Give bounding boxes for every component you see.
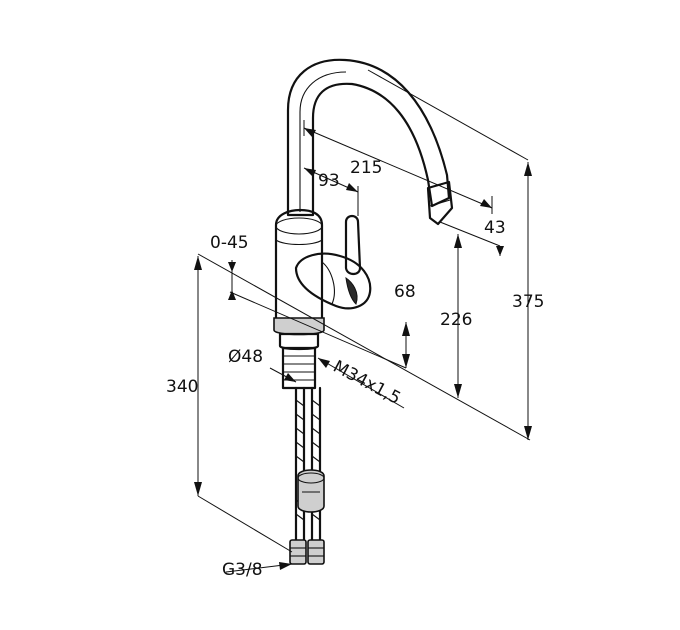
lever-hub-face [321,261,335,305]
dim-375-top [367,69,529,161]
hose-nuts [289,539,325,565]
dim-m34-leader [317,357,405,409]
base-plane-line [197,253,531,441]
faucet-body [274,208,324,334]
dim-226-label: 226 [440,310,472,330]
spout-highlight [299,71,347,212]
supply-hoses [294,386,322,542]
mounting-stud [281,346,317,390]
dim-0-45-label: 0-45 [210,233,249,253]
dim-m34-label: M34x1,5 [330,357,404,409]
check-valve-top [297,472,325,484]
base-ring-2 [278,332,320,351]
spout [286,58,451,217]
lever-shadow [345,276,358,305]
dim-226-ext [439,221,501,247]
dimensions [194,69,532,573]
dim-93-label: 93 [318,171,340,191]
base-plane-line-2 [229,291,407,369]
dim-215-line [303,127,493,209]
spout-nozzle [426,180,454,226]
dim-43-label: 43 [484,218,506,238]
check-valve [297,469,325,513]
dim-68-label: 68 [394,282,416,302]
dim-340-label: 340 [166,377,198,397]
faucet [273,58,454,565]
dim-215-arrow-end [480,199,492,208]
dim-215-label: 215 [350,158,382,178]
spout-nozzle-tip [429,199,451,207]
dim-375-label: 375 [512,292,544,312]
dim-215-arrow-start [304,128,316,137]
dimension-labels: 215 93 43 0-45 68 226 375 Ø48 M34x1,5 34… [166,158,544,580]
dim-g38-label: G3/8 [222,560,263,580]
body-band [275,239,323,246]
dim-d48-label: Ø48 [228,347,263,367]
dim-340-base [197,495,293,553]
body-top [275,217,323,235]
lever-hub [294,252,372,310]
